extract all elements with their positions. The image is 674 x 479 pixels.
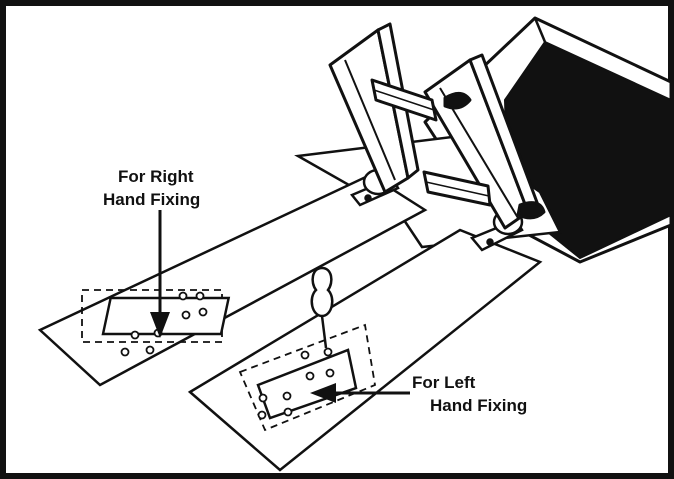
- right-hand-label-line1: For Right: [118, 167, 194, 186]
- left-hand-template: [187, 228, 543, 472]
- arrow-left-hand-fixing: [310, 383, 410, 403]
- right-hand-template: [37, 173, 428, 387]
- right-hand-label-line2: Hand Fixing: [103, 190, 200, 209]
- arrow-right-hand-fixing: [150, 210, 170, 338]
- left-hand-label-line2: Hand Fixing: [430, 396, 527, 415]
- hinge-plate-left: [256, 348, 358, 420]
- loft-ladder: [328, 22, 546, 230]
- left-hand-label-line1: For Left: [412, 373, 476, 392]
- bradawl-icon: [310, 266, 334, 349]
